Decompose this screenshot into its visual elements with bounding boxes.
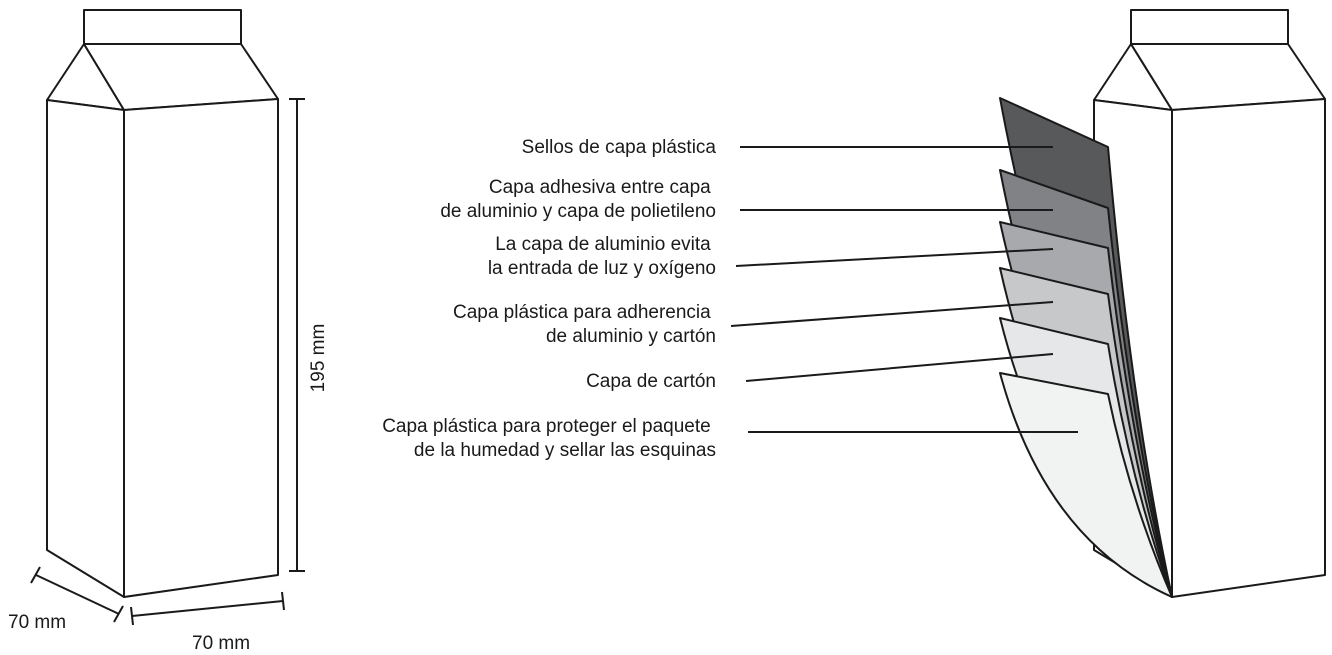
label-adherencia: Capa plástica para adherencia de alumini… [453, 302, 716, 347]
depth-label: 70 mm [8, 612, 66, 633]
leader-lines [730, 146, 1078, 433]
label-proteccion: Capa plástica para proteger el paquete d… [382, 416, 716, 461]
label-carton: Capa de cartón [586, 371, 716, 392]
label-adhesiva: Capa adhesiva entre capa de aluminio y c… [440, 177, 716, 222]
label-sellos: Sellos de capa plástica [522, 137, 717, 158]
leader-aluminio [735, 248, 1054, 267]
peeled-layers [999, 97, 1173, 598]
left-carton [46, 9, 279, 598]
left-carton-top-seal [83, 9, 242, 45]
left-carton-side-panel [46, 99, 125, 598]
layer-proteccion [999, 372, 1173, 598]
width-label: 70 mm [192, 633, 250, 654]
width-dimension [130, 591, 285, 626]
leader-adherencia [730, 301, 1054, 327]
right-carton-top-seal [1130, 9, 1289, 45]
height-label: 195 mm [308, 324, 329, 393]
left-carton-front-panel [123, 98, 279, 598]
layer-labels: Sellos de capa plástica Capa adhesiva en… [382, 137, 716, 461]
right-carton-front-panel [1171, 98, 1326, 598]
height-dimension [289, 98, 305, 572]
label-aluminio: La capa de aluminio evita la entrada de … [488, 234, 716, 279]
depth-dimension [30, 566, 124, 623]
leader-carton [745, 353, 1054, 382]
